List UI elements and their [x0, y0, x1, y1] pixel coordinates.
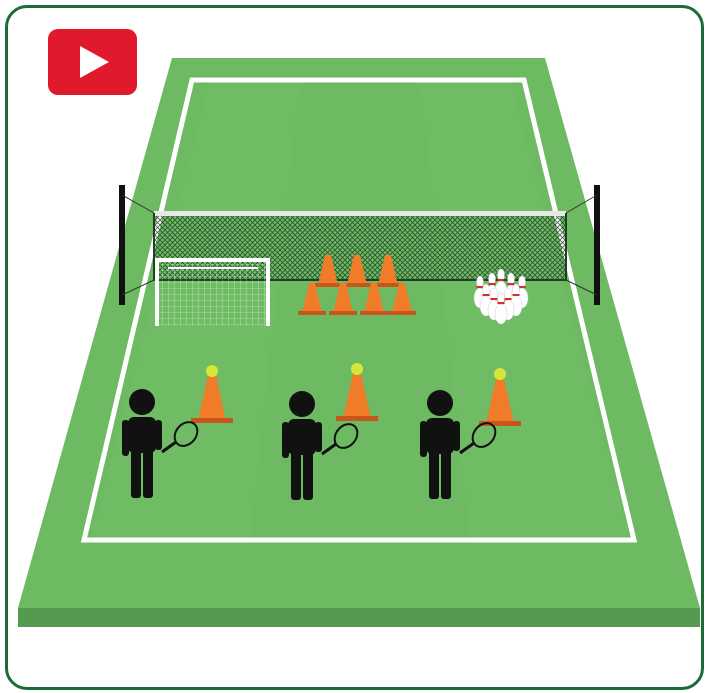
- play-icon: [48, 29, 137, 95]
- mini-goal: [157, 260, 268, 326]
- play-video-button[interactable]: [48, 29, 137, 95]
- court-side-edge: [18, 608, 700, 627]
